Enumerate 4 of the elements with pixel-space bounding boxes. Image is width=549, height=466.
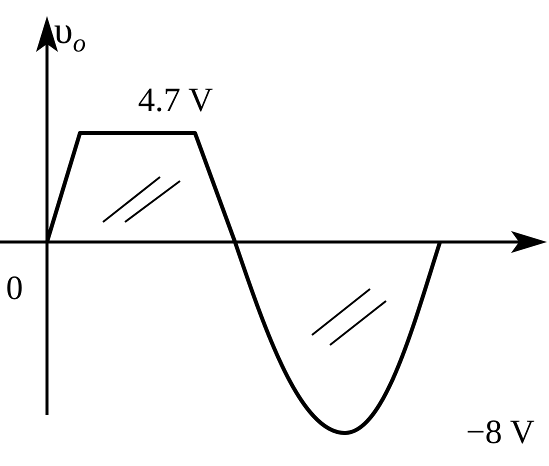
value-label: 4.7 V — [138, 84, 213, 118]
value-label: −8 V — [466, 416, 535, 450]
axis-label: υ$_{o}$ — [54, 12, 86, 57]
origin-label: 0 — [6, 272, 23, 306]
